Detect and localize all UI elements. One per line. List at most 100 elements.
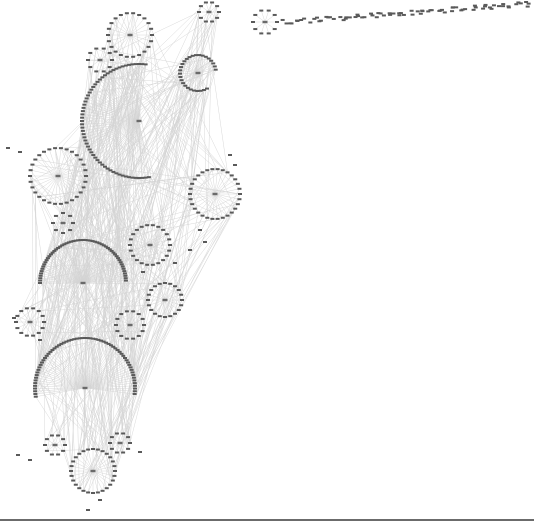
graph-node[interactable] — [96, 338, 101, 341]
graph-node[interactable] — [233, 207, 238, 210]
graph-node[interactable] — [201, 88, 206, 91]
graph-node[interactable] — [178, 72, 183, 75]
graph-node[interactable] — [524, 0, 529, 3]
graph-node[interactable] — [344, 16, 349, 19]
graph-node[interactable] — [129, 368, 134, 371]
graph-node[interactable] — [36, 368, 41, 371]
graph-node[interactable] — [61, 438, 66, 441]
graph-node[interactable] — [38, 277, 43, 280]
graph-node[interactable] — [57, 344, 62, 347]
graph-node[interactable] — [299, 18, 304, 21]
graph-node[interactable] — [19, 310, 24, 313]
graph-node[interactable] — [104, 487, 109, 490]
graph-node[interactable] — [68, 229, 73, 232]
graph-node[interactable] — [450, 6, 455, 9]
graph-node[interactable] — [179, 66, 184, 69]
graph-node[interactable] — [71, 240, 76, 243]
graph-node[interactable] — [315, 16, 320, 19]
graph-node[interactable] — [24, 334, 29, 337]
graph-node[interactable] — [347, 16, 352, 19]
graph-node[interactable] — [266, 32, 271, 35]
graph-node[interactable] — [61, 212, 65, 214]
graph-node[interactable] — [50, 349, 55, 352]
graph-node[interactable] — [302, 17, 307, 20]
graph-node[interactable] — [149, 27, 154, 30]
graph-node[interactable] — [418, 12, 423, 15]
graph-node[interactable] — [124, 310, 129, 313]
graph-node[interactable] — [331, 17, 336, 20]
graph-node[interactable] — [142, 50, 147, 53]
graph-node[interactable] — [131, 374, 136, 377]
graph-node[interactable] — [14, 321, 18, 323]
graph-node[interactable] — [16, 454, 20, 456]
graph-node[interactable] — [43, 356, 48, 359]
graph-node[interactable] — [210, 20, 215, 23]
graph-node[interactable] — [114, 255, 119, 258]
graph-node[interactable] — [104, 341, 109, 344]
graph-node[interactable] — [289, 22, 294, 25]
graph-node[interactable] — [213, 68, 218, 71]
graph-node[interactable] — [110, 59, 114, 61]
graph-node[interactable] — [146, 176, 151, 179]
graph-node[interactable] — [197, 11, 201, 13]
graph-node[interactable] — [172, 312, 177, 315]
graph-node[interactable] — [39, 270, 44, 273]
graph-node[interactable] — [198, 16, 203, 19]
graph-node[interactable] — [81, 450, 86, 453]
graph-node[interactable] — [39, 272, 44, 275]
graph-node[interactable] — [146, 293, 151, 296]
graph-node[interactable] — [93, 83, 98, 86]
graph-node[interactable] — [338, 16, 343, 19]
graph-node[interactable] — [266, 9, 271, 12]
graph-node[interactable] — [73, 239, 78, 242]
graph-node[interactable] — [119, 313, 124, 316]
graph-node[interactable] — [64, 242, 69, 245]
graph-node[interactable] — [43, 444, 47, 446]
graph-node[interactable] — [61, 341, 66, 344]
graph-node[interactable] — [95, 80, 100, 83]
graph-node[interactable] — [525, 5, 530, 8]
graph-node[interactable] — [84, 142, 89, 145]
graph-node[interactable] — [210, 1, 215, 4]
graph-node[interactable] — [481, 7, 486, 10]
graph-node[interactable] — [70, 150, 74, 153]
graph-node[interactable] — [123, 64, 128, 67]
hub-node[interactable] — [55, 174, 61, 178]
graph-node[interactable] — [173, 262, 177, 264]
graph-node[interactable] — [53, 147, 58, 150]
graph-node[interactable] — [91, 337, 96, 340]
graph-node[interactable] — [42, 150, 46, 153]
graph-node[interactable] — [137, 13, 142, 16]
graph-node[interactable] — [46, 352, 51, 355]
graph-node[interactable] — [83, 139, 88, 142]
graph-node[interactable] — [61, 449, 66, 452]
graph-node[interactable] — [378, 12, 383, 15]
graph-node[interactable] — [398, 12, 403, 15]
graph-node[interactable] — [33, 392, 38, 395]
graph-node[interactable] — [127, 63, 132, 66]
graph-node[interactable] — [83, 180, 88, 183]
graph-node[interactable] — [95, 159, 100, 162]
graph-node[interactable] — [237, 187, 242, 190]
graph-node[interactable] — [124, 55, 129, 58]
graph-node[interactable] — [215, 168, 220, 171]
graph-node[interactable] — [119, 334, 124, 337]
graph-node[interactable] — [215, 5, 220, 8]
graph-node[interactable] — [132, 392, 137, 395]
graph-node[interactable] — [228, 154, 232, 156]
graph-node[interactable] — [48, 350, 53, 353]
graph-node[interactable] — [179, 293, 184, 296]
graph-node[interactable] — [153, 312, 158, 315]
graph-node[interactable] — [42, 199, 46, 202]
graph-node[interactable] — [119, 352, 124, 355]
hub-node[interactable] — [262, 20, 268, 24]
graph-node[interactable] — [139, 225, 144, 228]
graph-node[interactable] — [50, 251, 55, 254]
graph-node[interactable] — [442, 11, 447, 14]
graph-node[interactable] — [163, 282, 167, 284]
graph-node[interactable] — [196, 211, 201, 214]
graph-node[interactable] — [142, 17, 147, 20]
graph-node[interactable] — [397, 14, 402, 17]
graph-node[interactable] — [88, 51, 93, 54]
graph-node[interactable] — [80, 113, 85, 116]
